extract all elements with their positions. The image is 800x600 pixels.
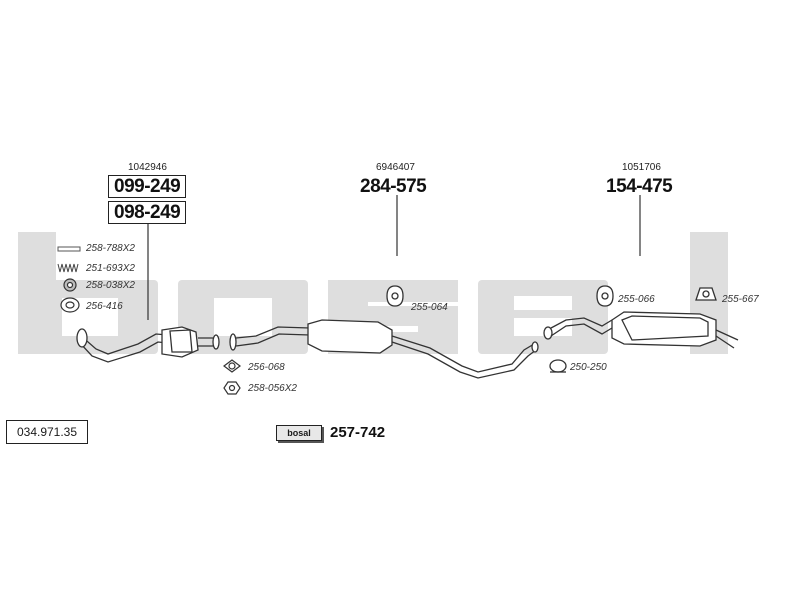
front-pipe-catalyst — [76, 326, 220, 363]
bolt-icon — [57, 246, 81, 252]
mount-bracket-icon — [695, 287, 717, 301]
accessory-clamp-label[interactable]: 250-250 — [570, 362, 607, 373]
rubber-hanger-rear-icon — [596, 285, 614, 307]
oe-ref-middle: 6946407 — [376, 162, 415, 173]
rear-pipe-silencer — [543, 311, 739, 349]
accessory-gasket-label[interactable]: 256-416 — [86, 301, 123, 312]
bosal-watermark — [18, 232, 728, 354]
oe-ref-front: 1042946 — [128, 162, 167, 173]
flange-gasket-icon — [223, 359, 241, 373]
part-number-154-475[interactable]: 154-475 — [606, 176, 673, 197]
mounting-kit-part-number[interactable]: 257-742 — [330, 424, 386, 441]
rubber-hanger-icon — [386, 285, 404, 307]
spring-icon — [57, 263, 79, 273]
accessory-hex-nut-label[interactable]: 258-056X2 — [248, 383, 297, 394]
gasket-ring-icon — [60, 297, 80, 313]
oe-ref-rear: 1051706 — [622, 162, 661, 173]
accessory-nut-label[interactable]: 258-038X2 — [86, 280, 135, 291]
clamp-icon — [549, 359, 567, 373]
part-number-098-249[interactable]: 098-249 — [108, 201, 187, 224]
part-number-284-575[interactable]: 284-575 — [360, 176, 427, 197]
accessory-spring-label[interactable]: 251-693X2 — [86, 263, 135, 274]
accessory-rear-bracket-label[interactable]: 255-667 — [722, 294, 759, 305]
middle-pipe-silencer — [229, 319, 539, 379]
nut-icon — [63, 278, 77, 292]
accessory-rear-hanger-label[interactable]: 255-066 — [618, 294, 655, 305]
part-number-099-249[interactable]: 099-249 — [108, 175, 187, 198]
catalog-number: 034.971.35 — [6, 420, 88, 444]
hex-nut-icon — [223, 381, 241, 395]
bosal-kit-logo: bosal — [276, 425, 322, 441]
accessory-bolt-label[interactable]: 258-788X2 — [86, 243, 135, 254]
accessory-mid-hanger-label[interactable]: 255-064 — [411, 302, 448, 313]
accessory-flange-gasket-label[interactable]: 256-068 — [248, 362, 285, 373]
